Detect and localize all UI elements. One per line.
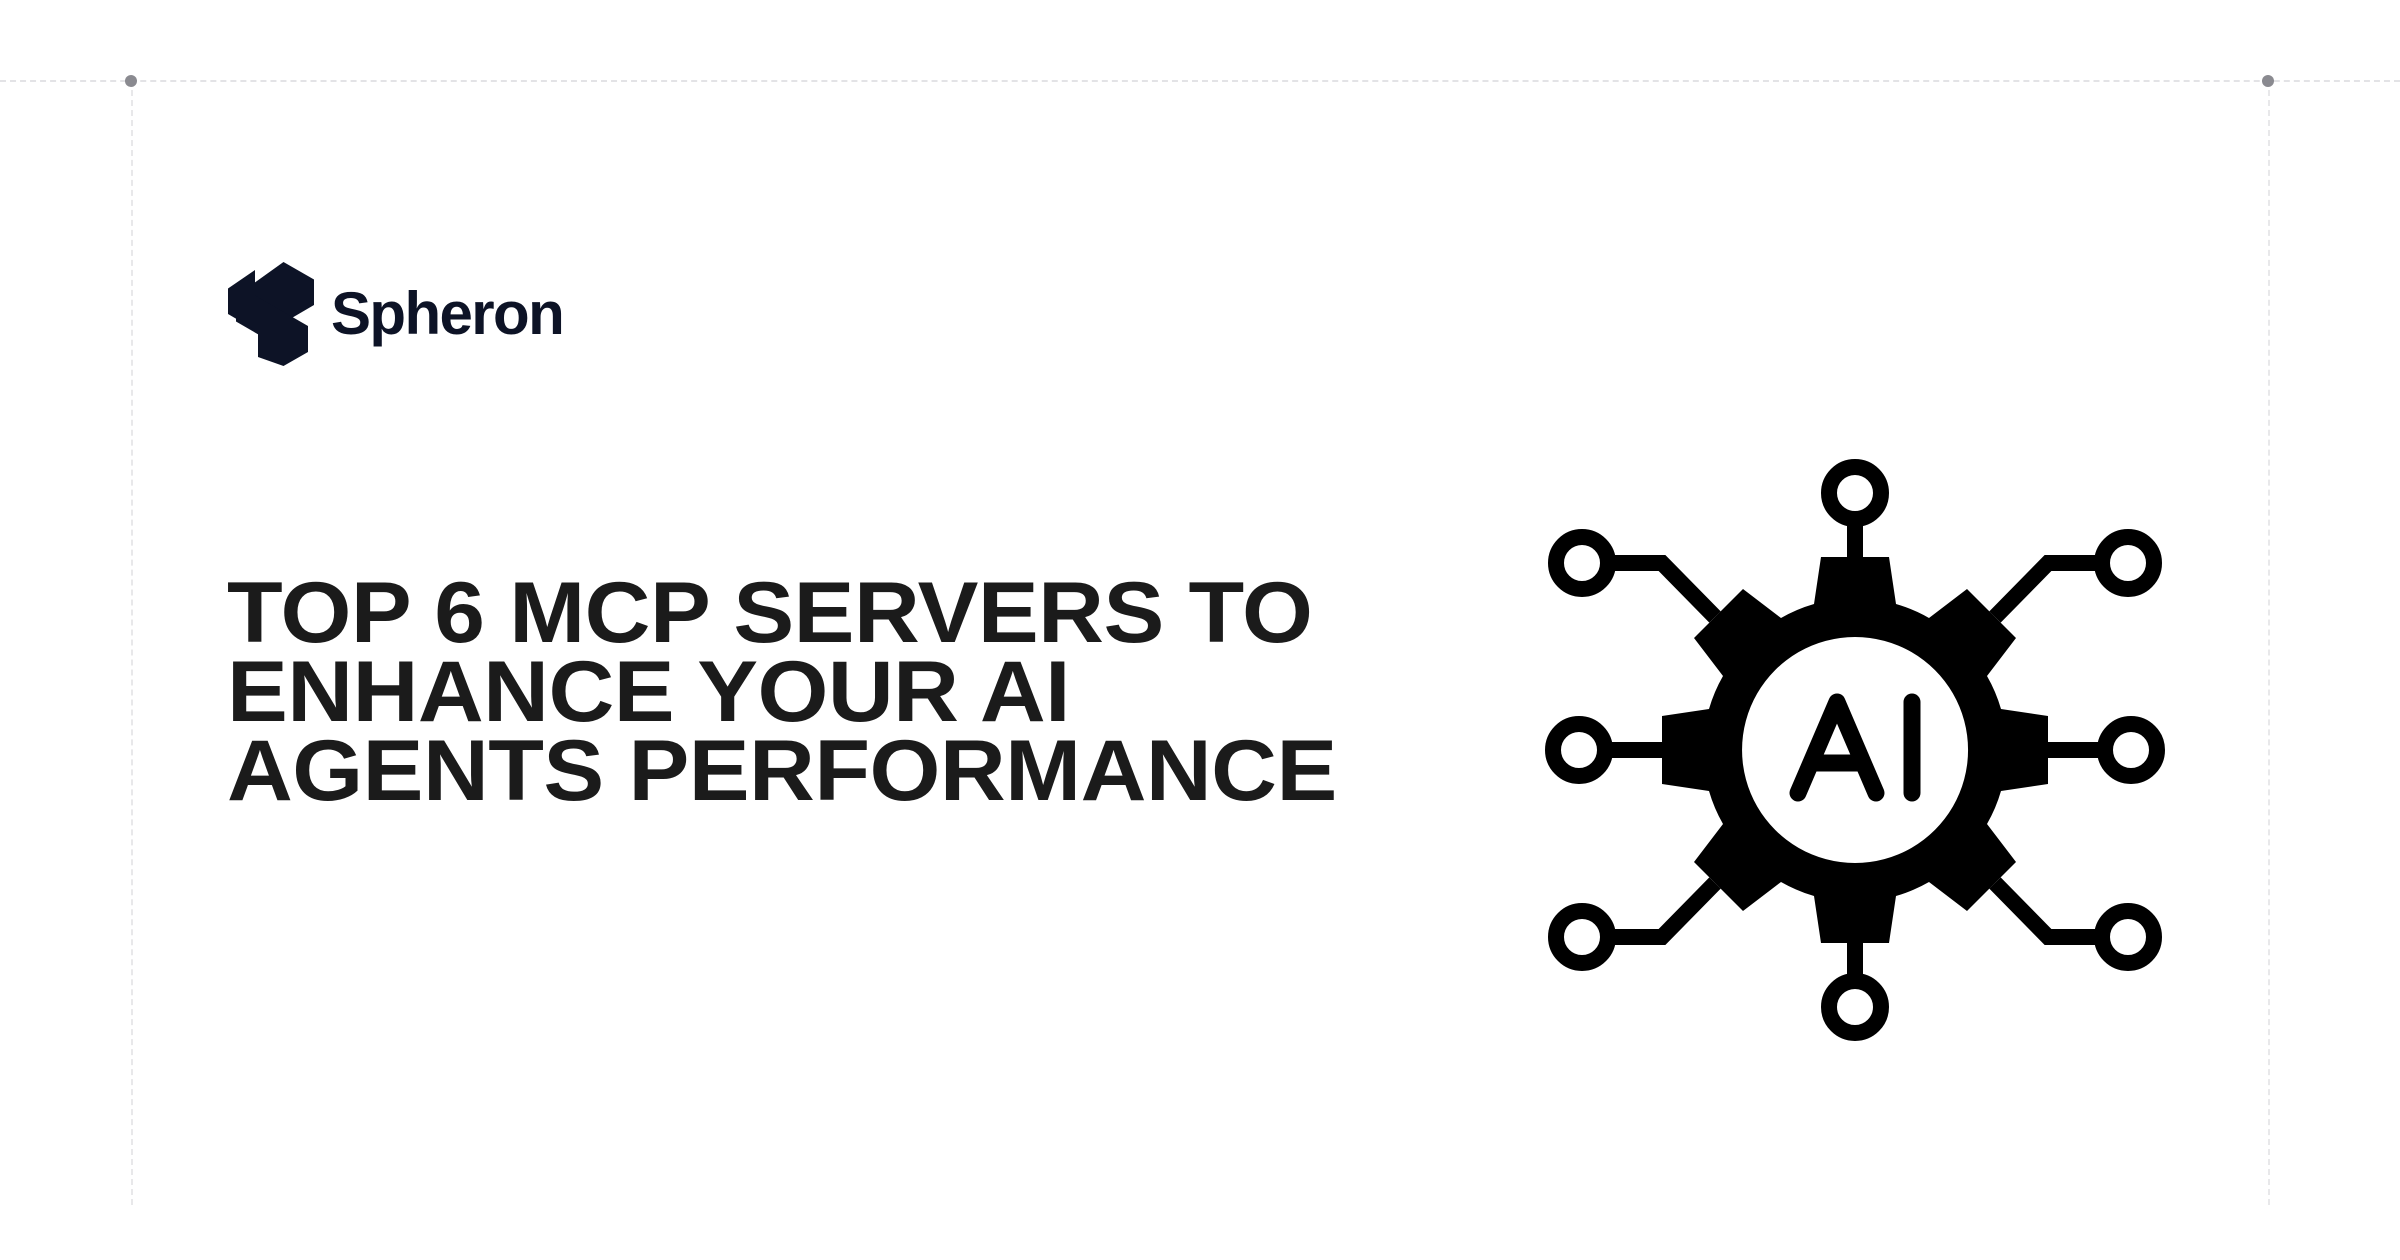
node-bottom-right bbox=[2094, 903, 2162, 971]
node-right bbox=[2097, 716, 2165, 784]
ai-gear-network-icon bbox=[1540, 445, 2170, 1055]
page-title-line-2: ENHANCE YOUR AI bbox=[227, 644, 1071, 741]
trace-bottom-left bbox=[1608, 877, 1721, 945]
trace-bottom-right bbox=[1989, 877, 2102, 945]
spheron-wordmark: Spheron bbox=[331, 280, 565, 347]
page-title-line-1: TOP 6 MCP SERVERS TO bbox=[227, 565, 1313, 661]
node-bottom-left bbox=[1548, 903, 1616, 971]
node-top-left bbox=[1548, 529, 1616, 597]
spheron-logo[interactable]: Spheron bbox=[228, 262, 565, 366]
trace-top-right bbox=[1989, 555, 2102, 623]
node-top bbox=[1821, 459, 1889, 527]
ai-label bbox=[1789, 693, 1921, 802]
spheron-s-mark-icon bbox=[228, 262, 314, 366]
guide-line-horizontal[interactable] bbox=[0, 80, 2400, 82]
guide-line-vertical-left[interactable] bbox=[131, 80, 133, 1205]
page-title: TOP 6 MCP SERVERS TO ENHANCE YOUR AI AGE… bbox=[227, 570, 1517, 814]
gear-body bbox=[1662, 557, 2048, 943]
guide-handle-right[interactable] bbox=[2262, 75, 2274, 87]
page-title-line-3: AGENTS PERFORMANCE bbox=[227, 723, 1337, 820]
node-top-right bbox=[2094, 529, 2162, 597]
guide-handle-left[interactable] bbox=[125, 75, 137, 87]
node-left bbox=[1545, 716, 1613, 784]
node-bottom bbox=[1821, 973, 1889, 1041]
guide-line-vertical-right[interactable] bbox=[2268, 80, 2270, 1205]
trace-top-left bbox=[1608, 555, 1721, 623]
